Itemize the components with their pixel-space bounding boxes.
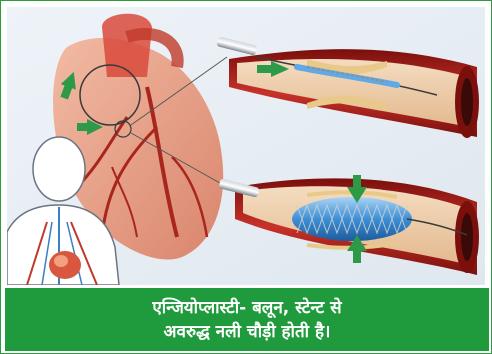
caption-line-2: अवरुद्ध नली चौड़ी होती है।	[5, 321, 489, 343]
angioplasty-illustration	[7, 7, 485, 285]
caption-bar: एन्जियोप्लास्टी- बलून, स्टेन्ट से अवरुद्…	[5, 288, 489, 351]
caption-line-1: एन्जियोप्लास्टी- बलून, स्टेन्ट से	[5, 297, 489, 319]
